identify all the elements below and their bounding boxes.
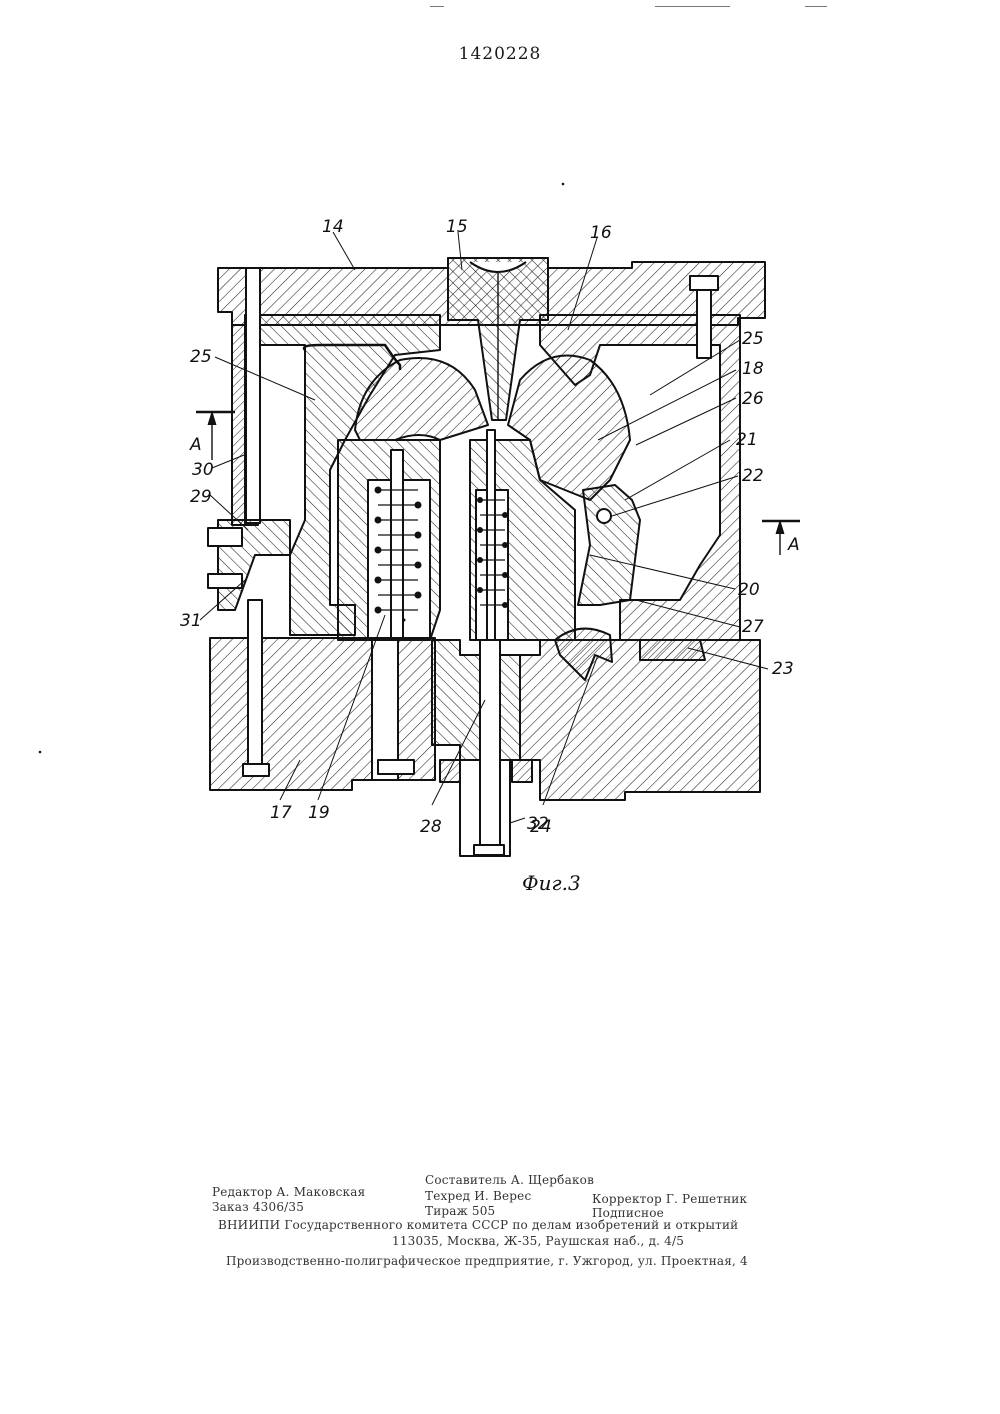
imprint-order: Заказ 4306/35 [212,1200,304,1214]
label-23: 23 [772,659,794,679]
label-26: 26 [742,389,764,409]
imprint-org: ВНИИПИ Государственного комитета СССР по… [218,1218,738,1232]
label-24: 24 [530,817,552,837]
label-25-right: 25 [742,329,764,349]
label-22: 22 [742,466,764,486]
label-15: 15 [446,217,468,237]
section-letter-left: А [189,435,202,455]
imprint-editor: Редактор А. Маковская [212,1185,365,1199]
label-14: 14 [322,217,344,237]
label-17: 17 [270,803,292,823]
center-bottom-block [432,640,520,760]
label-30: 30 [192,460,214,480]
imprint-printer: Производственно-полиграфическое предприя… [226,1254,748,1268]
top-bolt [697,290,711,358]
lever [578,485,640,605]
bottom-plate-right [520,640,760,800]
label-27: 27 [742,617,764,637]
section-letter-right: А [787,535,800,555]
label-18: 18 [742,359,764,379]
imprint-address: 113035, Москва, Ж-35, Раушская наб., д. … [392,1234,684,1248]
label-20: 20 [738,580,760,600]
label-28: 28 [420,817,442,837]
imprint-corrector: Корректор Г. Решетник [592,1192,747,1206]
imprint-run: Тираж 505 [425,1204,495,1218]
label-25-left: 25 [190,347,212,367]
imprint-techred: Техред И. Верес [425,1189,531,1203]
label-29: 29 [190,487,212,507]
label-31: 31 [180,611,202,631]
label-16: 16 [590,223,612,243]
label-21: 21 [736,430,758,450]
side-bolt [248,600,262,770]
label-19: 19 [308,803,330,823]
figure-caption: Фиг.3 [522,871,581,895]
imprint-compiler: Составитель А. Щербаков [425,1173,594,1187]
